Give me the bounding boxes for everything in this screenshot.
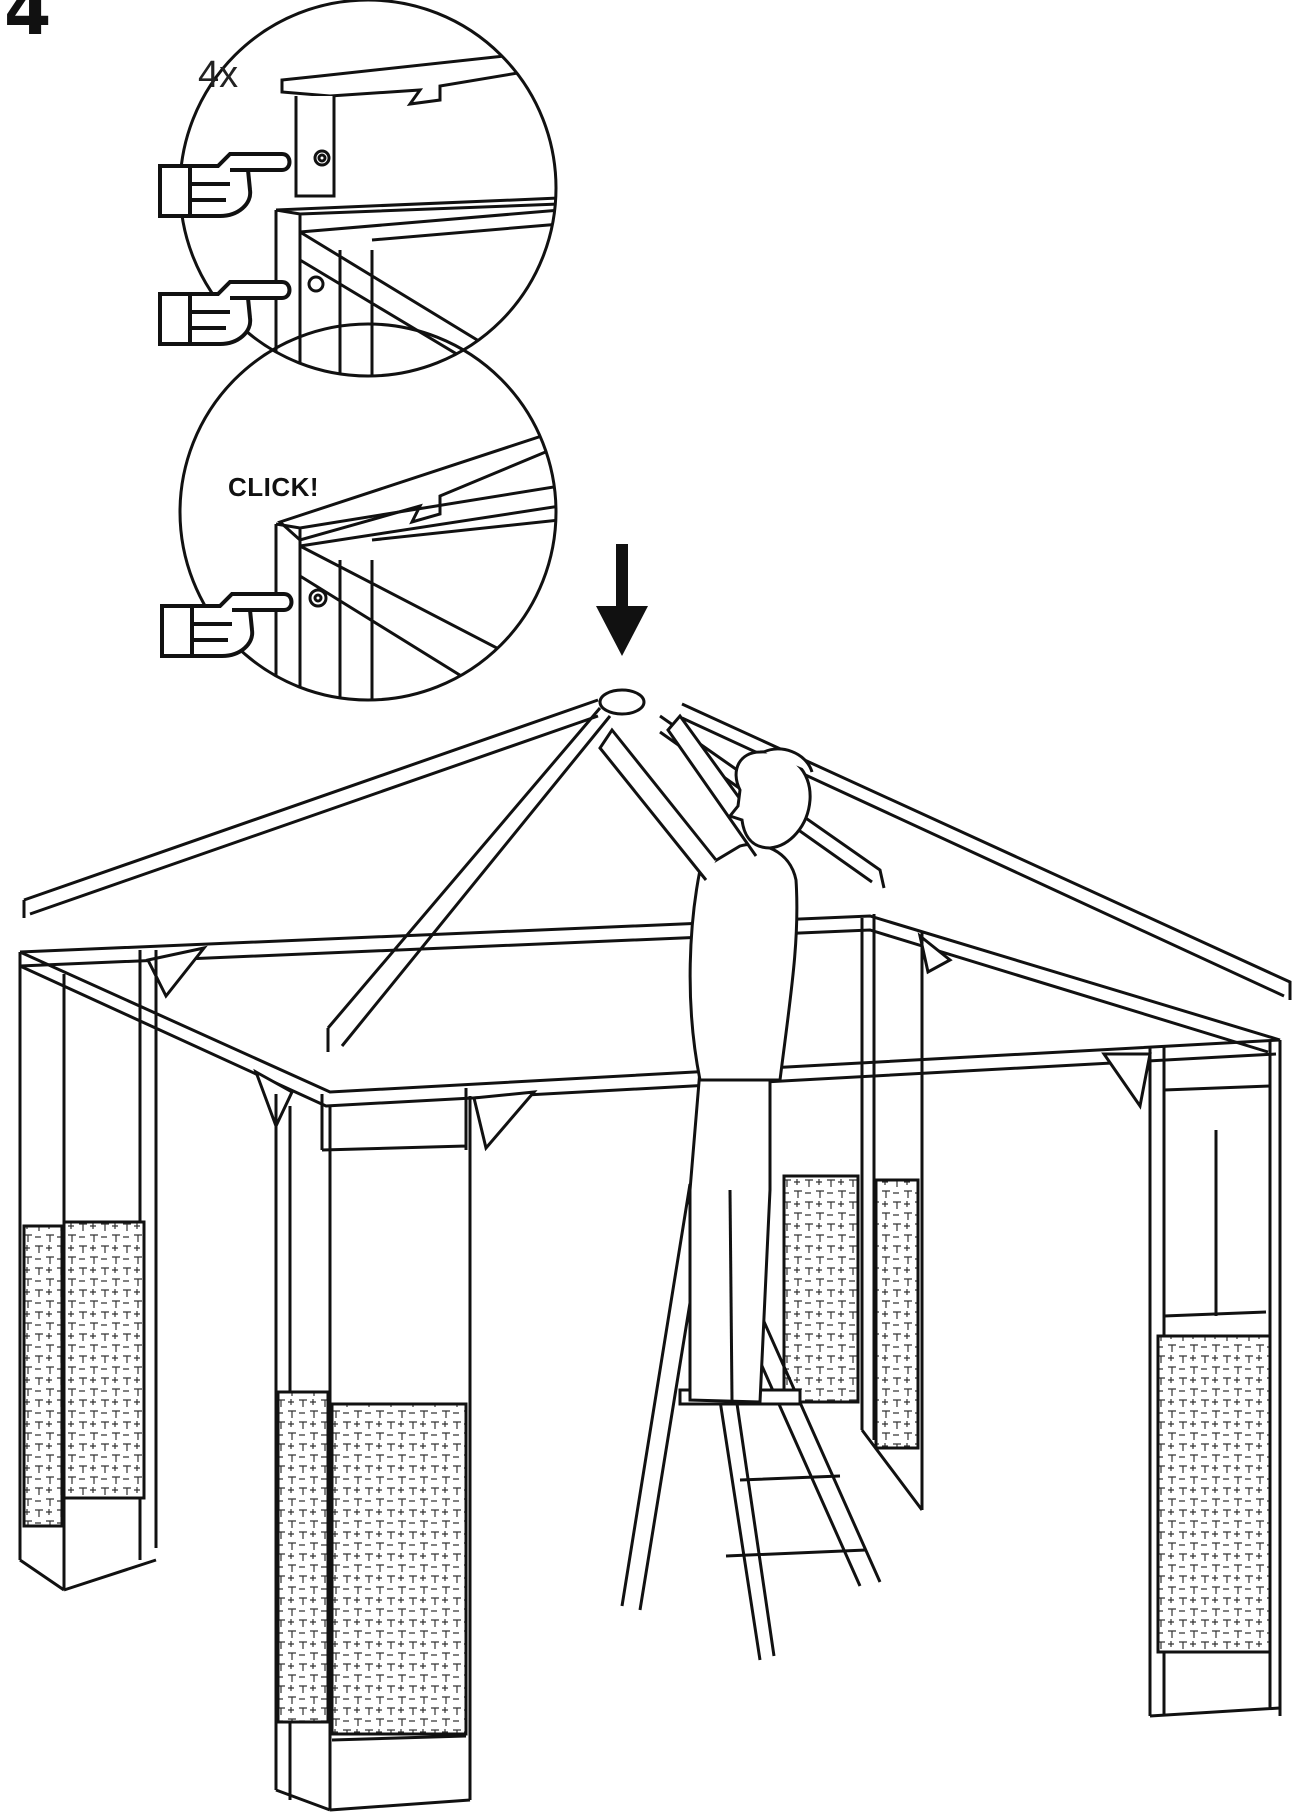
down-arrow-icon (596, 544, 648, 656)
pointing-hand-icon (158, 280, 292, 346)
detail-circle-top (178, 0, 558, 378)
canopy-poles (22, 688, 1292, 1052)
gazebo-frame (18, 914, 1282, 1812)
step-number: 4 (4, 0, 52, 51)
person-on-ladder-illustration (598, 713, 814, 1404)
pointing-hand-icon (158, 152, 292, 218)
quantity-label: 4x (198, 54, 239, 96)
detail-circle-bottom (178, 322, 558, 702)
click-sound-label: CLICK! (228, 472, 320, 502)
pointing-hand-icon (160, 592, 294, 658)
